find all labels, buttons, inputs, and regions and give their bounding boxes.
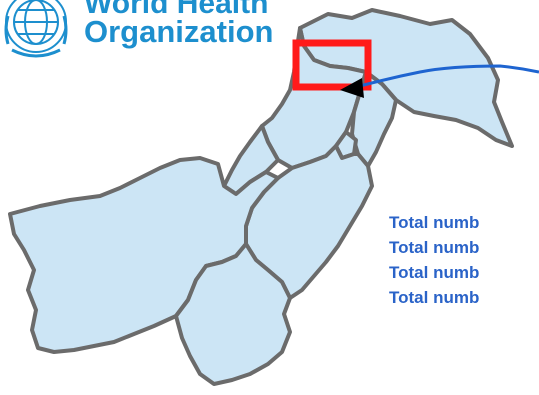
region-sindh[interactable] <box>174 242 292 386</box>
stat-line-2: Total numb <box>389 238 480 257</box>
stat-line-1: Total numb <box>389 213 480 232</box>
stat-line-3: Total numb <box>389 263 480 282</box>
pointer-arrow <box>340 64 539 98</box>
logo-title-line1: World Health <box>84 0 269 20</box>
stat-line-4: Total numb <box>389 288 480 307</box>
pakistan-map <box>8 8 514 386</box>
un-emblem-icon <box>4 0 68 58</box>
highlight-box <box>292 39 372 91</box>
logo-title-line2: Organization <box>84 14 274 49</box>
